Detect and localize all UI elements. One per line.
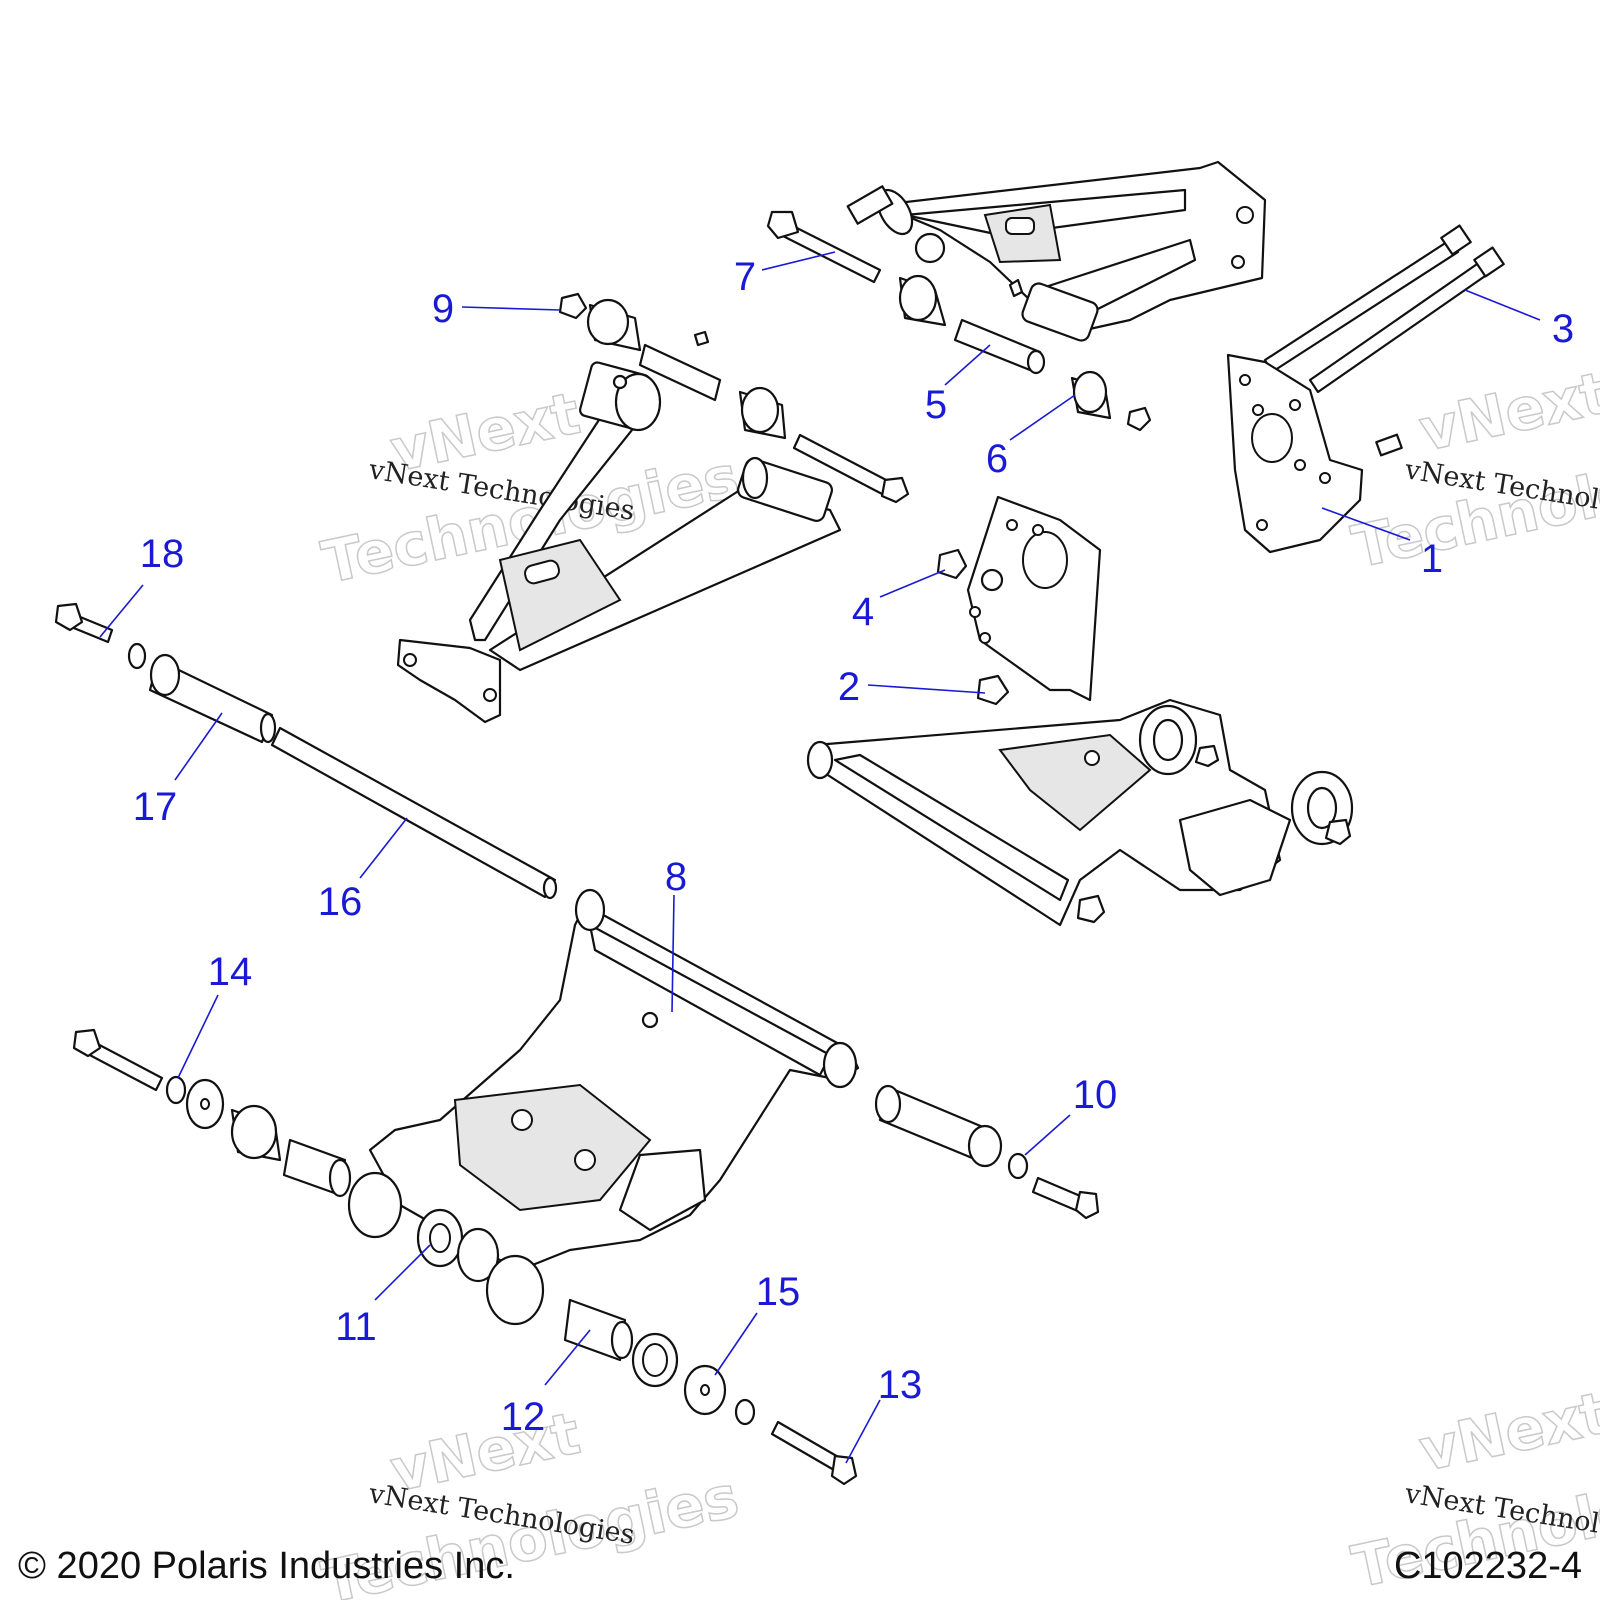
watermark-top-right: vNext Technologies xyxy=(1346,358,1600,582)
part-9-nut xyxy=(558,292,588,320)
lower-control-arm-right xyxy=(806,698,1354,927)
callout-8: 8 xyxy=(665,855,687,899)
part-12-spacer xyxy=(563,1298,627,1362)
part-18-bolt xyxy=(54,602,114,644)
bushing-left-2-face xyxy=(740,386,780,434)
callout-9: 9 xyxy=(432,287,454,331)
part-7-bolt xyxy=(766,210,882,284)
callout-3: 3 xyxy=(1552,307,1574,351)
washer-left xyxy=(127,642,147,670)
part-13-bolt xyxy=(770,1420,858,1486)
leader-1 xyxy=(1321,507,1411,541)
leader-8 xyxy=(671,894,675,1013)
leader-12 xyxy=(544,1329,591,1386)
bolt-right xyxy=(1031,1176,1100,1220)
callout-7: 7 xyxy=(734,255,756,299)
callout-5: 5 xyxy=(925,383,947,427)
copyright-notice: © 2020 Polaris Industries Inc. xyxy=(18,1545,515,1587)
bearing-2 xyxy=(456,1227,500,1283)
callout-6: 6 xyxy=(986,437,1008,481)
callout-2: 2 xyxy=(838,665,860,709)
callout-16: 16 xyxy=(318,880,363,924)
pivot-boss-left xyxy=(347,1171,403,1239)
leader-6 xyxy=(1009,394,1076,441)
leader-7 xyxy=(761,251,836,271)
leader-9 xyxy=(461,306,561,311)
bushing-tube-right xyxy=(874,1084,1003,1168)
part-6-bushing-face xyxy=(1072,370,1108,414)
part-1-bracket-plate xyxy=(1226,353,1403,554)
callout-10: 10 xyxy=(1073,1073,1118,1117)
bolt-lower-left xyxy=(72,1028,164,1092)
leader-17 xyxy=(174,712,223,781)
callout-11: 11 xyxy=(335,1305,377,1349)
callout-12: 12 xyxy=(501,1395,546,1439)
figure-code: C102232-4 xyxy=(1393,1545,1582,1587)
lower-control-arm-main xyxy=(368,888,860,1272)
part-11-bearing-hole xyxy=(429,1223,451,1253)
leader-10 xyxy=(1024,1114,1071,1156)
part-4-nut xyxy=(936,548,968,580)
watermark-brand: vNext xyxy=(1414,1379,1600,1485)
large-washer-left-hole xyxy=(200,1098,210,1110)
flange-bushing-lower-right-hole xyxy=(642,1343,668,1377)
bolt-left-head xyxy=(880,476,910,504)
callout-4: 4 xyxy=(852,590,874,634)
sleeve-left xyxy=(638,343,722,402)
callout-13: 13 xyxy=(878,1363,923,1407)
watermark-brand: vNext xyxy=(1414,359,1600,465)
callout-17: 17 xyxy=(133,785,178,829)
part-2-bolt xyxy=(976,674,1010,706)
sleeve-end xyxy=(1026,349,1046,375)
grease-fitting-left xyxy=(693,330,710,347)
part-12-spacer-end xyxy=(610,1320,634,1360)
spacer-lower-left-end xyxy=(328,1158,352,1198)
callout-14: 14 xyxy=(208,950,253,994)
leader-11 xyxy=(374,1244,431,1301)
leader-16 xyxy=(359,817,408,879)
grease-fitting xyxy=(1008,278,1024,298)
flange-bushing-lower-left-face xyxy=(230,1104,278,1160)
leader-4 xyxy=(879,569,946,598)
part-3-bolts xyxy=(1263,224,1505,394)
leader-2 xyxy=(867,684,986,694)
pivot-boss-right xyxy=(485,1254,545,1326)
callout-1: 1 xyxy=(1421,537,1443,581)
nut xyxy=(1126,406,1152,432)
part-17-bushing-tube xyxy=(148,653,277,744)
leader-5 xyxy=(944,344,991,386)
part-14-washer xyxy=(165,1075,187,1105)
callout-18: 18 xyxy=(140,532,185,576)
part-16-shaft xyxy=(270,726,558,900)
upper-control-arm-right xyxy=(846,160,1267,342)
mounting-bracket-center xyxy=(966,495,1102,702)
small-washer xyxy=(734,1398,756,1426)
leader-15 xyxy=(714,1312,758,1376)
flange-bushing-face xyxy=(898,274,938,322)
leader-14 xyxy=(177,994,219,1079)
leader-3 xyxy=(1464,289,1541,321)
part-10-washer xyxy=(1007,1152,1029,1180)
flange-bushing-left-face xyxy=(586,298,630,346)
leader-18 xyxy=(99,584,144,638)
leader-13 xyxy=(845,1399,881,1464)
callout-15: 15 xyxy=(756,1270,801,1314)
upper-control-arm-left xyxy=(396,361,842,724)
part-15-washer-hole xyxy=(700,1384,710,1396)
